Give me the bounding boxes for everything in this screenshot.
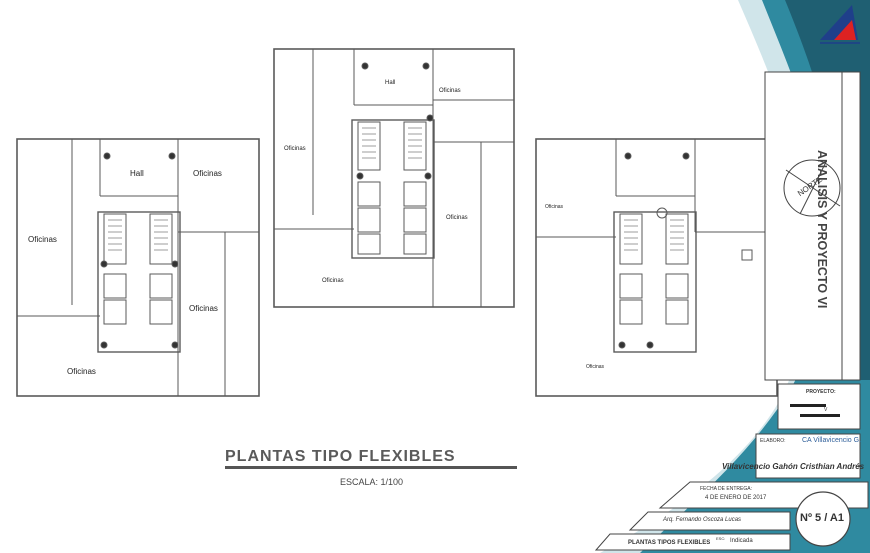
label-oficinas-left-tr: Oficinas [193, 169, 222, 178]
proyecto-value: V [824, 407, 828, 413]
label-oficinas-center-l: Oficinas [284, 146, 306, 152]
floor-plan-center [273, 48, 515, 308]
label-oficinas-center-tr: Oficinas [439, 88, 461, 94]
author-name: Villavicencio Gahón Cristhian Andrés [722, 462, 865, 471]
label-oficinas-left-mr: Oficinas [189, 304, 218, 313]
sheet-title: PLANTAS TIPOS FLEXIBLES [628, 540, 711, 546]
label-oficinas-center-r: Oficinas [446, 215, 468, 221]
esc-value: Indicada [730, 538, 753, 544]
drawing-title: PLANTAS TIPO FLEXIBLES [225, 448, 456, 465]
proyecto-label: PROYECTO: [806, 389, 836, 395]
label-oficinas-left-b: Oficinas [67, 367, 96, 376]
label-hall-center: Hall [385, 80, 395, 86]
esc-label: ESC: [716, 536, 726, 541]
elaboro-label: ELABORO: [760, 438, 786, 444]
elaboro-value: CA Villavicencio G. [802, 437, 862, 444]
drawing-scale: ESCALA: 1/100 [340, 477, 404, 487]
fecha-label: FECHA DE ENTREGA: [700, 486, 752, 492]
fecha-value: 4 DE ENERO DE 2017 [705, 495, 767, 501]
label-oficinas-right-b: Oficinas [586, 364, 605, 370]
title-block-graphics [225, 0, 870, 553]
label-hall-left: Hall [130, 169, 144, 178]
floor-plan-left [16, 138, 260, 397]
label-oficinas-right-l: Oficinas [545, 204, 564, 210]
label-oficinas-center-b: Oficinas [322, 278, 344, 284]
label-oficinas-left-tl: Oficinas [28, 235, 57, 244]
reviewer-name: Arq. Fernando Oscoza Lucas [663, 517, 742, 523]
floor-plan-right [535, 138, 778, 397]
sheet-number: Nº 5 / A1 [800, 512, 844, 524]
